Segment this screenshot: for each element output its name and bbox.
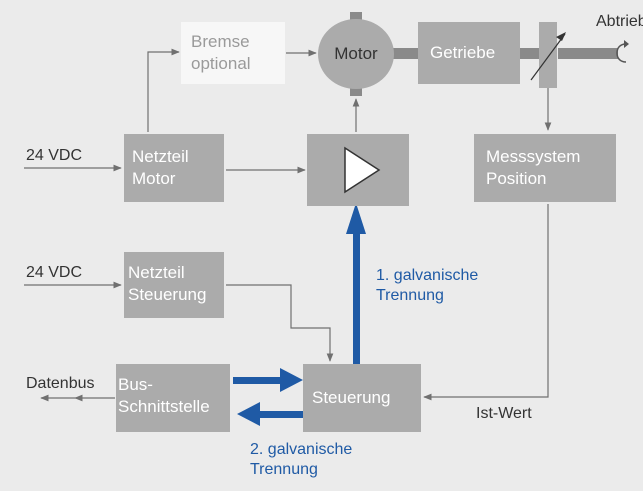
bremse-block: Bremse optional — [181, 22, 285, 84]
isolation-arrow-1 — [346, 203, 366, 364]
netzteil-motor-block: Netzteil Motor — [124, 134, 224, 202]
motor-block: Motor — [318, 19, 394, 89]
amplifier-block — [307, 134, 409, 206]
supply-steuerung-label: 24 VDC — [26, 264, 83, 281]
bremse-label-2: optional — [191, 54, 251, 73]
getriebe-label: Getriebe — [430, 43, 496, 62]
galv2-line1: 2. galvanische — [250, 441, 353, 458]
istwert-label: Ist-Wert — [476, 405, 532, 422]
netzteil-motor-label-1: Netzteil — [132, 147, 189, 166]
galv1-line1: 1. galvanische — [376, 267, 479, 284]
connector-netzteil-steuerung — [226, 284, 334, 362]
bus-label-2: Schnittstelle — [118, 397, 210, 416]
isolation-arrow-2-left — [237, 402, 303, 426]
netzteil-steuerung-label-1: Netzteil — [128, 263, 185, 282]
netzteil-steuerung-label-2: Steuerung — [128, 285, 207, 304]
drive-shaft — [350, 12, 618, 96]
getriebe-block: Getriebe — [418, 22, 520, 84]
adjustable-coupling-icon — [530, 22, 566, 88]
datenbus-label: Datenbus — [26, 375, 95, 392]
bus-label-1: Bus- — [118, 375, 153, 394]
isolation-arrow-2-right — [233, 368, 303, 392]
netzteil-steuerung-block: Netzteil Steuerung — [124, 252, 224, 318]
amplifier-triangle-icon — [344, 146, 381, 194]
galvanische-trennung-1-label: 1. galvanische Trennung — [376, 266, 478, 306]
galv2-line2: Trennung — [250, 461, 318, 478]
messsystem-label-1: Messsystem — [486, 147, 581, 166]
bus-schnittstelle-block: Bus- Schnittstelle — [116, 364, 230, 432]
galvanische-trennung-2-label: 2. galvanische Trennung — [250, 440, 352, 480]
connector-istwert — [423, 204, 549, 401]
connector-netzteil-bremse — [147, 48, 180, 132]
rotation-arrow-icon — [616, 40, 629, 63]
bremse-label-1: Bremse — [191, 32, 250, 51]
motor-label: Motor — [334, 44, 378, 63]
supply-motor-label: 24 VDC — [26, 147, 83, 164]
messsystem-block: Messsystem Position — [474, 134, 616, 202]
messsystem-label-2: Position — [486, 169, 547, 188]
steuerung-label: Steuerung — [312, 388, 391, 407]
steuerung-block: Steuerung — [303, 364, 421, 432]
abtrieb-label: Abtrieb — [596, 13, 643, 30]
netzteil-motor-label-2: Motor — [132, 169, 176, 188]
galv1-line2: Trennung — [376, 287, 444, 304]
